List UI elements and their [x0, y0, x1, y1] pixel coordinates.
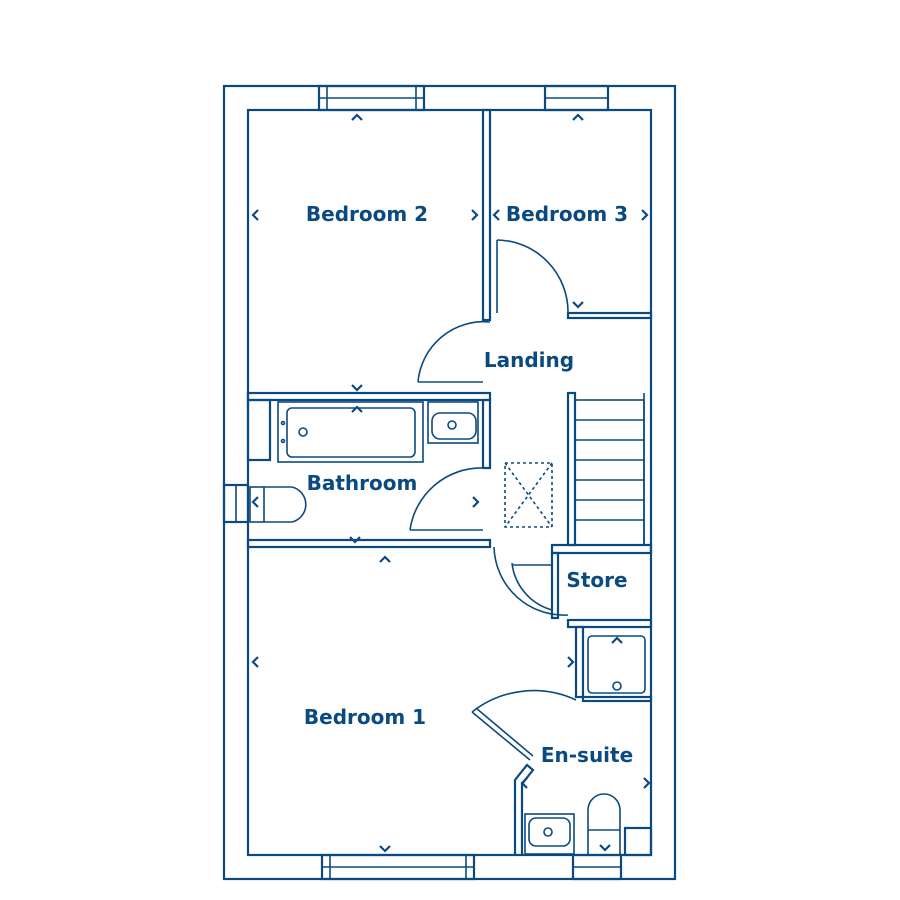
skylight: [504, 462, 553, 528]
internal-walls: [246, 108, 653, 857]
shower: [587, 635, 646, 694]
room-label-en-suite: En-suite: [540, 743, 634, 767]
room-label-store: Store: [566, 568, 628, 592]
room-label-bedroom-3: Bedroom 3: [505, 202, 629, 226]
windows: [222, 84, 623, 881]
fixtures: [249, 401, 646, 856]
dimension-arrows: [251, 113, 651, 853]
doors: [409, 239, 577, 761]
bath: [277, 401, 424, 463]
bath-basin: [427, 401, 479, 444]
room-label-bedroom-2: Bedroom 2: [305, 202, 429, 226]
ensuite-basin: [524, 813, 575, 855]
bath-toilet-cistern: [249, 486, 265, 523]
room-label-landing: Landing: [483, 348, 575, 372]
room-label-bedroom-1: Bedroom 1: [303, 705, 427, 729]
ensuite-toilet: [587, 793, 621, 856]
staircase: [574, 393, 645, 546]
room-label-bathroom: Bathroom: [306, 471, 418, 495]
